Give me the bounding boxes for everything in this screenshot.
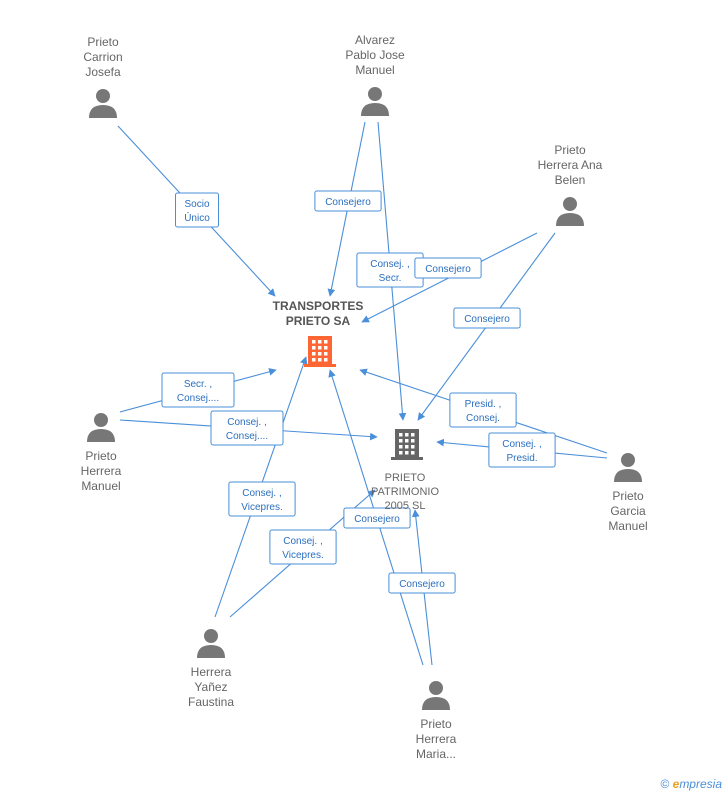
edge-label-text: Presid. [506,453,537,464]
brand-e: e [672,777,680,791]
edge-label-text: Vicepres. [282,550,324,561]
company-name-line: 2005 SL [385,500,426,512]
edge-label-text: Socio [184,199,209,210]
edge-label-text: Consej. , [370,259,409,270]
edge-label-p4-tps[interactable]: Secr. , Consej.... [161,372,235,408]
edge-label-p7-tps[interactable]: Consejero [343,507,411,529]
person-name-line: Josefa [85,65,121,79]
copyright-symbol: © [660,777,670,791]
building-icon [304,336,336,367]
edge-label-text: Consej. , [502,439,541,450]
person-name-line: Prieto [420,717,452,731]
edge-label-text: Consejero [425,264,471,275]
person-name-line: Herrera Ana [538,158,603,172]
edge-label-box [175,192,219,228]
company-name-line: PRIETO SA [286,314,351,328]
edge-label-p4-pp[interactable]: Consej. , Consej.... [210,410,284,446]
edge-label-box [228,481,296,517]
edge-label-p2-tps[interactable]: Consejero [314,190,382,212]
company-name-line: TRANSPORTES [273,299,364,313]
edge-label-text: Consej. , [227,417,266,428]
edge-label-box [453,307,521,329]
person-name-line: Herrera [81,464,122,478]
person-name-line: Herrera [416,732,457,746]
person-name-line: Manuel [81,479,120,493]
company-name-line: PRIETO [385,472,426,484]
person-icon [361,87,389,116]
person-name-line: Maria... [416,747,456,761]
person-name-line: Faustina [188,695,234,709]
edge-label-box [161,372,235,408]
footer-brand[interactable]: © empresia [660,777,722,791]
edge-label-text: Consej. [466,413,500,424]
person-icon [197,629,225,658]
edge-label-box [488,432,556,468]
person-node-p7[interactable]: PrietoHerreraMaria... [416,681,457,761]
person-name-line: Belen [555,173,586,187]
person-icon [556,197,584,226]
edge-label-box [449,392,517,428]
edge-label-p5-pp[interactable]: Consej. , Presid. [488,432,556,468]
person-name-line: Prieto [612,489,644,503]
edge-label-p6-pp[interactable]: Consej. , Vicepres. [269,529,337,565]
person-name-line: Pablo Jose [345,48,405,62]
brand-name: mpresia [679,777,722,791]
person-name-line: Prieto [87,35,119,49]
person-name-line: Manuel [355,63,394,77]
person-name-line: Carrion [83,50,122,64]
edge-label-p5-tps[interactable]: Presid. , Consej. [449,392,517,428]
edge-label-text: Consejero [325,197,371,208]
building-icon [391,429,423,460]
edge-label-text: Secr. , [184,379,212,390]
edge-label-text: Vicepres. [241,502,283,513]
edge-label-p7-pp[interactable]: Consejero [388,572,456,594]
person-name-line: Prieto [85,449,117,463]
edge-label-text: Consej. , [283,536,322,547]
edge-label-p6-tps[interactable]: Consej. , Vicepres. [228,481,296,517]
edge-label-box [388,572,456,594]
edge-label-text: Consej.... [177,393,219,404]
person-icon [614,453,642,482]
person-name-line: Garcia [610,504,646,518]
person-name-line: Herrera [191,665,232,679]
person-name-line: Alvarez [355,33,395,47]
edge-label-p2-pp[interactable]: Consej. , Secr. [356,252,424,288]
edge-label-box [414,257,482,279]
edge-label-box [314,190,382,212]
edge-label-text: Presid. , [465,399,502,410]
edge-label-text: Consej. , [242,488,281,499]
person-name-line: Manuel [608,519,647,533]
edge-label-text: Consej.... [226,431,268,442]
person-name-line: Yañez [194,680,227,694]
person-icon [87,413,115,442]
person-name-line: Prieto [554,143,586,157]
edge-label-text: Consejero [464,314,510,325]
edge-label-box [343,507,411,529]
edge-label-text: Único [184,211,210,224]
person-icon [89,89,117,118]
edge-label-text: Consejero [354,514,400,525]
edge-label-p3-tps[interactable]: Consejero [414,257,482,279]
person-icon [422,681,450,710]
company-name-line: PATRIMONIO [371,486,439,498]
edge-label-text: Consejero [399,579,445,590]
edge-label-box [210,410,284,446]
edge-label-text: Secr. [379,273,402,284]
company-node-pp[interactable]: PRIETO PATRIMONIO 2005 SL [371,429,439,512]
edge-label-p3-pp[interactable]: Consejero [453,307,521,329]
edge-label-box [269,529,337,565]
